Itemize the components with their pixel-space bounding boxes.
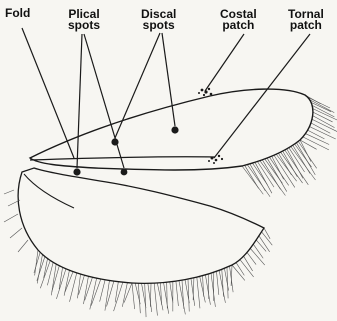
hindwing-outline: [18, 168, 264, 283]
leader-fold: [22, 28, 74, 158]
leader-costal: [205, 34, 244, 91]
costal-patch-mark: [198, 88, 212, 96]
discal-spot-2: [171, 126, 178, 133]
plical-spot-1: [73, 168, 80, 175]
plical-spot-2: [121, 169, 128, 176]
